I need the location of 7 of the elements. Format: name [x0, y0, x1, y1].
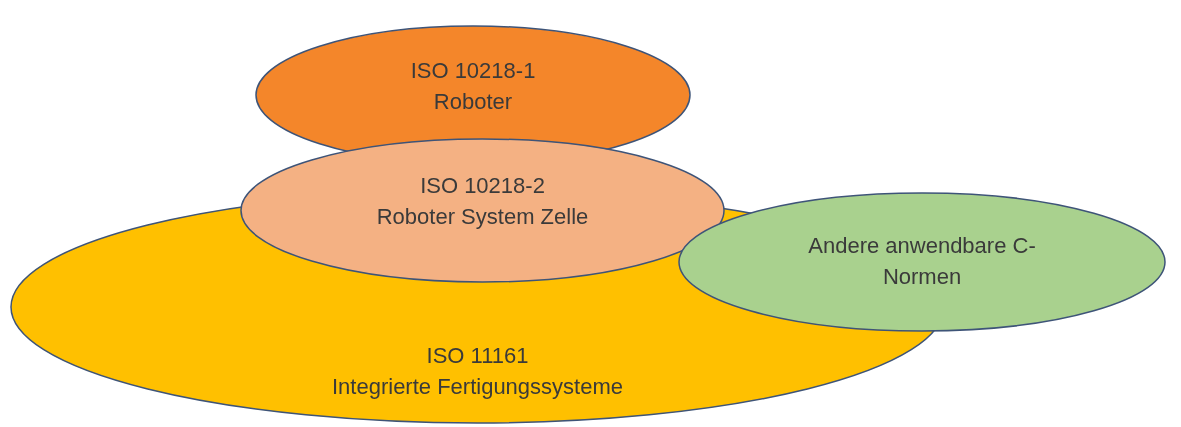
- standard-number: ISO 10218-2: [420, 172, 545, 200]
- standard-number: ISO 10218-1: [410, 57, 536, 85]
- standard-title: Andere anwendbare C-Normen: [807, 232, 1037, 291]
- standard-title: Roboter System Zelle: [376, 203, 589, 231]
- standard-title: Roboter: [433, 88, 513, 116]
- standard-number: ISO 11161: [426, 342, 529, 370]
- standard-title: Integrierte Fertigungssysteme: [332, 373, 623, 401]
